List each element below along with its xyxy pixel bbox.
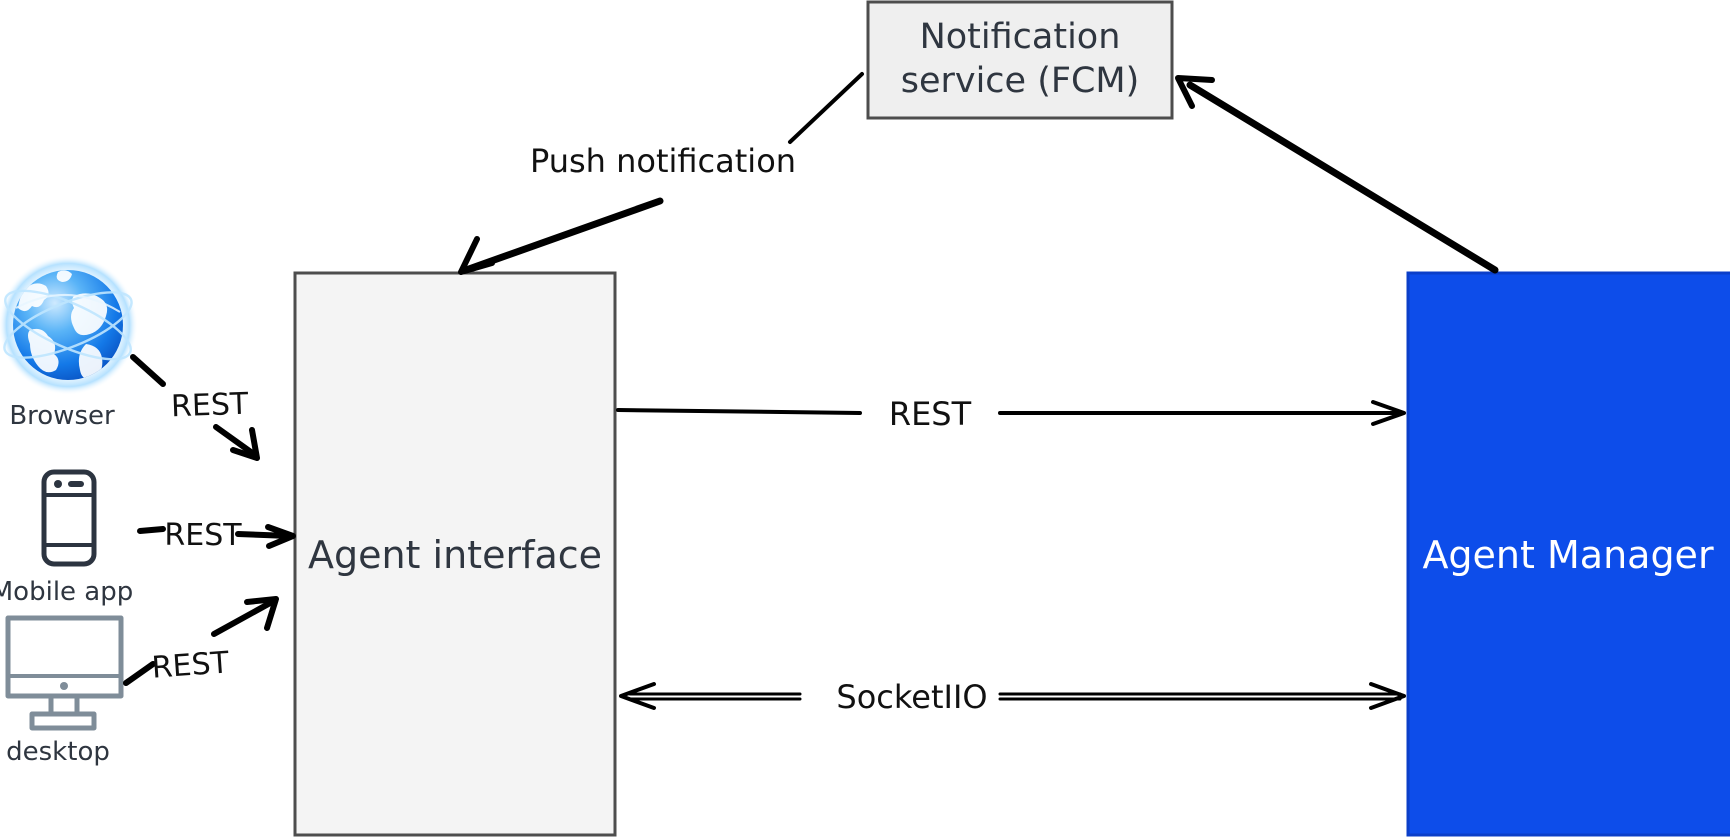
notification-service-label-line2: service (FCM)	[901, 61, 1140, 101]
globe-icon	[0, 255, 138, 395]
edge-desktop-to-agent-interface: REST	[123, 596, 279, 686]
edge-label-push-notification: Push notification	[530, 142, 796, 180]
edge-label-rest-browser: REST	[170, 387, 249, 425]
smartphone-icon	[41, 469, 97, 567]
monitor-icon	[5, 615, 124, 731]
notification-service-label-line1: Notification	[920, 17, 1121, 57]
desktop-label: desktop	[6, 737, 110, 767]
edge-notification-to-agent-interface: Push notification	[458, 72, 864, 275]
edge-mobile-to-agent-interface: REST	[137, 518, 296, 553]
edge-label-rest-desktop: REST	[151, 645, 231, 685]
browser-label: Browser	[9, 401, 115, 431]
edge-label-rest-mobile: REST	[164, 518, 242, 553]
edge-label-rest-manager: REST	[889, 395, 972, 433]
edge-agent-manager-to-notification	[1175, 75, 1499, 274]
mobile-app-label: Mobile app	[0, 577, 133, 607]
node-agent-manager[interactable]: Agent Manager	[1406, 271, 1730, 837]
edge-browser-to-agent-interface: REST	[130, 354, 260, 461]
agent-manager-box	[1406, 271, 1730, 837]
edge-agent-interface-agent-manager-socket: SocketIIO	[619, 678, 1406, 716]
agent-manager-label: Agent Manager	[1422, 533, 1714, 577]
agent-interface-box	[293, 271, 617, 837]
notification-service-box	[866, 0, 1174, 120]
node-agent-interface[interactable]: Agent interface	[293, 271, 617, 837]
agent-interface-label: Agent interface	[308, 533, 602, 577]
edge-label-socketio: SocketIIO	[836, 678, 987, 716]
node-notification-service[interactable]: Notification service (FCM)	[866, 0, 1174, 120]
edge-agent-interface-to-agent-manager-rest: REST	[616, 395, 1406, 433]
